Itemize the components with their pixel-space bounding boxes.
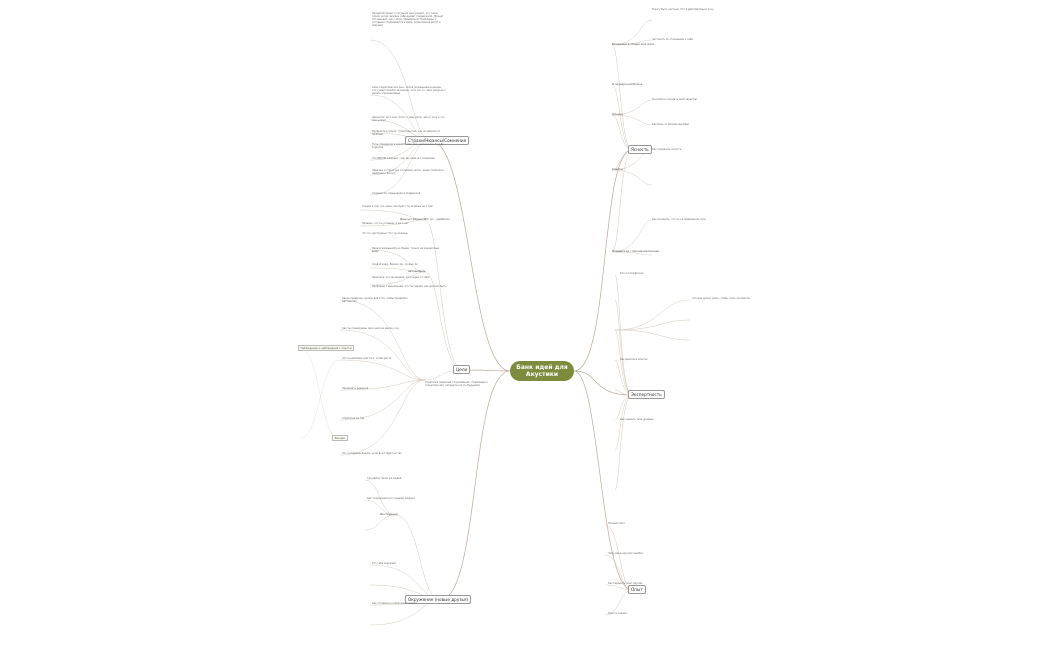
side-note-observation[interactable]: Наблюдение и наблюдения с опытом	[298, 345, 355, 351]
leaf-expert-3: Как делиться опытом	[620, 358, 648, 361]
leaf-clarity-6: Как понимать, что ты на правильном пути	[652, 218, 706, 221]
central-topic[interactable]: Банк идей для Акустики	[510, 361, 574, 381]
branch-expertise[interactable]: Экспертность	[628, 390, 665, 399]
leaf-goals-3: Что ты делаешь для того, чтобы расти	[342, 357, 392, 360]
leaf-env-2: Как познакомиться с новыми людьми	[367, 497, 415, 500]
subtopic-unsure[interactable]: Я неуверенно/Боюсь	[612, 82, 643, 86]
leaf-car-1: Нельзя размышлять в общем, только на кон…	[372, 247, 439, 254]
leaf-goals-1: Какие привычки, нужны для того, чтобы пр…	[342, 297, 408, 304]
leaf-fears-3: Ценности: чего мне стоит, к чему идти, ч…	[372, 116, 445, 123]
leaf-clarity-3: Я не боюсь показать свой характер	[652, 98, 698, 101]
branch-goals[interactable]: Цели	[453, 365, 471, 374]
leaf-exp-2: Чему меня научили ошибки	[608, 552, 644, 555]
leaf-fears-1: Прометей пишет о ситуации рассуждает, чт…	[372, 12, 444, 28]
subtopic-personal[interactable]: Личное	[612, 112, 623, 116]
leaf-expert-1: Кто я в профессии	[620, 272, 644, 275]
leaf-fears-6: Что ВЫГОВ означает - как мы сами его пон…	[372, 157, 435, 160]
branch-fears[interactable]: Страхи/Нюансы/Сомнения	[405, 136, 470, 145]
leaf-goals-6: Что ты будешь делать, если все пойдет не…	[342, 452, 402, 455]
side-note-emotions[interactable]: Эмоции	[332, 435, 348, 441]
leaf-expert-2: Что мне нужно знать, чтобы стать эксперт…	[692, 297, 750, 300]
leaf-fears-4: Проявлять в опыте, строительство, как не…	[372, 130, 441, 137]
leaf-goals-2: Как ты планируешь свои цели на месяц, го…	[342, 327, 399, 330]
subtopic-car[interactable]: Автомобиль	[408, 269, 426, 273]
subtopic-demo[interactable]: Демонстрация НФС (и... удобное)	[400, 217, 450, 221]
leaf-fears-5: Типы поведения в кризисе: бегство, засты…	[372, 143, 444, 150]
subtopic-instructions[interactable]: Инструкции	[380, 512, 398, 516]
leaf-clarity-4: Как быть со своими мыслями	[652, 123, 690, 126]
leaf-goals-4: Принимать решения	[342, 387, 369, 390]
leaf-env-4: Как оставаться собой среди людей	[372, 602, 417, 605]
leaf-goals-5: Стратегия на год	[342, 417, 365, 420]
leaf-fears-8: Создаем ли: повышение и поддержка	[372, 192, 421, 195]
subtopic-support[interactable]: Поддержка / признание/оценки	[612, 249, 660, 253]
leaf-env-3: Кто тебя окружает	[372, 562, 397, 565]
branch-clarity[interactable]: Ясность	[628, 145, 652, 154]
subtopic-advice[interactable]: Советы	[612, 167, 623, 171]
leaf-env-1: Где найти таких же людей	[367, 477, 402, 480]
leaf-exp-1: Личный опыт	[608, 522, 625, 525]
leaf-instr-2: Проблемы с мышлением, что ты сделал, как…	[372, 285, 446, 288]
leaf-instr-1: Практика: что мы видели, чего ждем от се…	[372, 276, 430, 279]
leaf-clarity-5: Как сохранить ясность	[652, 148, 682, 151]
branch-environment[interactable]: Окружение (новые друзья)	[405, 595, 472, 604]
subtopic-strategy[interactable]: Стратегия перелома / Стремление, стремле…	[425, 381, 488, 388]
leaf-demo-2: Проверь, что ты успеешь, а чего нет	[362, 222, 409, 225]
leaf-car-2: Следуй миру. Велико ли, сложно ли	[372, 263, 418, 266]
leaf-exp-4: Опыт и знания	[608, 612, 627, 615]
leaf-clarity-2: Честность по отношению к себе	[652, 38, 693, 41]
subtopic-investment[interactable]: Вложение в общее мое дело	[612, 42, 655, 46]
branch-experience[interactable]: Опыт	[628, 585, 646, 594]
leaf-demo-3: Что ты чувствуешь? Что ты можешь	[362, 232, 408, 235]
leaf-fears-7: Образцы и структура и главные части - ва…	[372, 169, 444, 176]
leaf-expert-4: Как оценить свой уровень	[620, 418, 654, 421]
leaf-fears-2: Семь теоретических лиц - после посвящени…	[372, 86, 446, 96]
leaf-clarity-1: Я могу быть честным. Что я действительно…	[652, 8, 714, 11]
leaf-exp-3: Как передать опыт другим	[608, 582, 643, 585]
leaf-demo-1: Страхи в том, что ниже, как будто ты мож…	[362, 205, 433, 208]
